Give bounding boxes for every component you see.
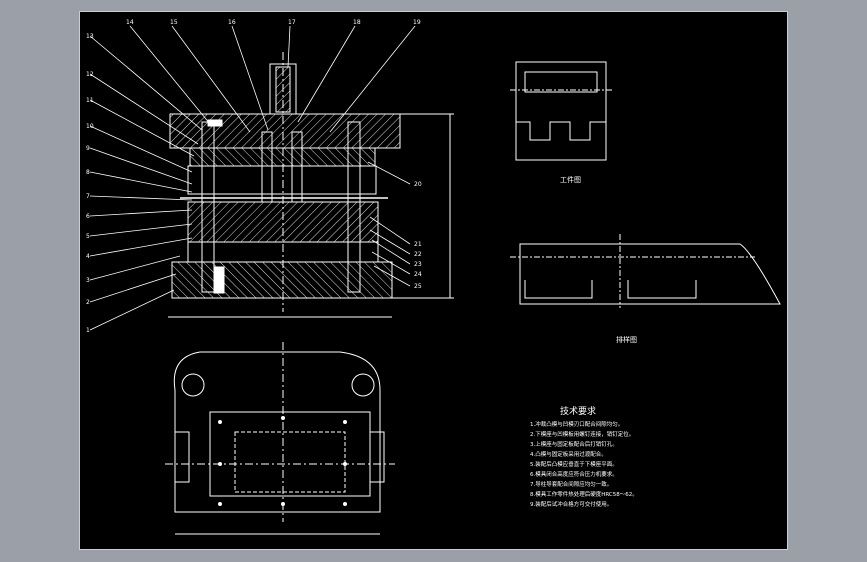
guide-post-right bbox=[347, 121, 361, 293]
balloon-labels: 14 15 16 17 18 19 13 12 11 10 9 8 7 6 5 … bbox=[86, 19, 422, 334]
workpiece-view bbox=[510, 61, 612, 161]
strip-outline bbox=[519, 243, 781, 305]
balloon-left: 1 bbox=[86, 327, 90, 334]
balloon-top: 16 bbox=[228, 19, 236, 26]
workpiece-caption: 工件图 bbox=[560, 175, 581, 184]
balloon-left: 7 bbox=[86, 193, 90, 200]
leader-lines bbox=[89, 25, 416, 331]
balloon-left: 5 bbox=[86, 233, 90, 240]
tech-line: 4.凸模与固定板采用过渡配合。 bbox=[530, 450, 607, 458]
die-cavity bbox=[209, 411, 371, 497]
drawing-canvas: 14 15 16 17 18 19 13 12 11 10 9 8 7 6 5 … bbox=[86, 19, 781, 535]
tech-line: 6.模具闭合高度应符合压力机要求。 bbox=[530, 470, 618, 478]
guide-hole-left bbox=[181, 373, 205, 397]
balloon-top: 15 bbox=[170, 19, 178, 26]
upper-die-shoe bbox=[169, 113, 401, 149]
tech-line: 7.导柱导套配合间隙应均匀一致。 bbox=[530, 480, 612, 488]
strip-part-2 bbox=[627, 280, 697, 299]
balloon-right: 24 bbox=[414, 271, 422, 278]
workpiece-tabs bbox=[516, 121, 606, 141]
balloon-right: 25 bbox=[414, 283, 422, 290]
balloon-top: 17 bbox=[288, 19, 296, 26]
balloon-left: 6 bbox=[86, 213, 90, 220]
assembly-section-view bbox=[168, 52, 454, 318]
balloon-right: 22 bbox=[414, 251, 422, 258]
balloon-left: 10 bbox=[86, 123, 94, 130]
workpiece-outline bbox=[234, 431, 346, 493]
balloon-right: 20 bbox=[414, 181, 422, 188]
tech-line: 8.模具工作零件热处理后硬度HRC58～62。 bbox=[530, 490, 638, 498]
tech-line: 1.冲裁凸模与凹模刃口配合间隙均匀。 bbox=[530, 420, 623, 428]
side-slot-left bbox=[174, 431, 190, 483]
plan-holes bbox=[218, 416, 347, 506]
screw-upper bbox=[207, 119, 223, 127]
balloon-left: 11 bbox=[86, 97, 94, 104]
balloon-left: 8 bbox=[86, 169, 90, 176]
balloon-left: 3 bbox=[86, 277, 90, 284]
tech-requirements: 技术要求 1.冲裁凸模与凹模刃口配合间隙均匀。 2.下模座与凹模板用螺钉连接，销… bbox=[530, 405, 638, 508]
tech-line: 5.装配后凸模应垂直于下模座平面。 bbox=[530, 460, 618, 468]
balloon-left: 2 bbox=[86, 299, 90, 306]
stripper-plate bbox=[187, 165, 377, 195]
workpiece-outline-view bbox=[515, 61, 607, 161]
balloon-top: 14 bbox=[126, 19, 134, 26]
punch-right bbox=[291, 131, 303, 203]
strip-part-1 bbox=[524, 280, 593, 299]
workpiece-slot bbox=[524, 71, 598, 93]
punch-left bbox=[261, 131, 273, 203]
balloon-left: 12 bbox=[86, 71, 94, 78]
balloon-left: 9 bbox=[86, 145, 90, 152]
balloon-left: 4 bbox=[86, 253, 90, 260]
lower-die-plan-view bbox=[165, 342, 395, 535]
side-slot-right bbox=[369, 431, 385, 483]
tech-line: 3.上模座与固定板配合后打销钉孔。 bbox=[530, 440, 618, 448]
balloon-right: 23 bbox=[414, 261, 422, 268]
strip-layout-view bbox=[510, 234, 781, 308]
strip-caption: 排样图 bbox=[616, 335, 637, 344]
tech-title: 技术要求 bbox=[560, 405, 596, 417]
drawing-sheet: 14 15 16 17 18 19 13 12 11 10 9 8 7 6 5 … bbox=[79, 11, 788, 550]
balloon-left: 13 bbox=[86, 33, 94, 40]
lower-die-shoe bbox=[171, 261, 393, 299]
tech-line: 2.下模座与凹模板用螺钉连接，销钉定位。 bbox=[530, 430, 634, 438]
balloon-top: 18 bbox=[353, 19, 361, 26]
plan-outline bbox=[173, 351, 381, 513]
screw-lower bbox=[213, 266, 225, 294]
tech-line: 9.装配后试冲合格方可交付使用。 bbox=[530, 500, 612, 508]
guide-hole-right bbox=[351, 373, 375, 397]
balloon-top: 19 bbox=[413, 19, 421, 26]
balloon-right: 21 bbox=[414, 241, 422, 248]
